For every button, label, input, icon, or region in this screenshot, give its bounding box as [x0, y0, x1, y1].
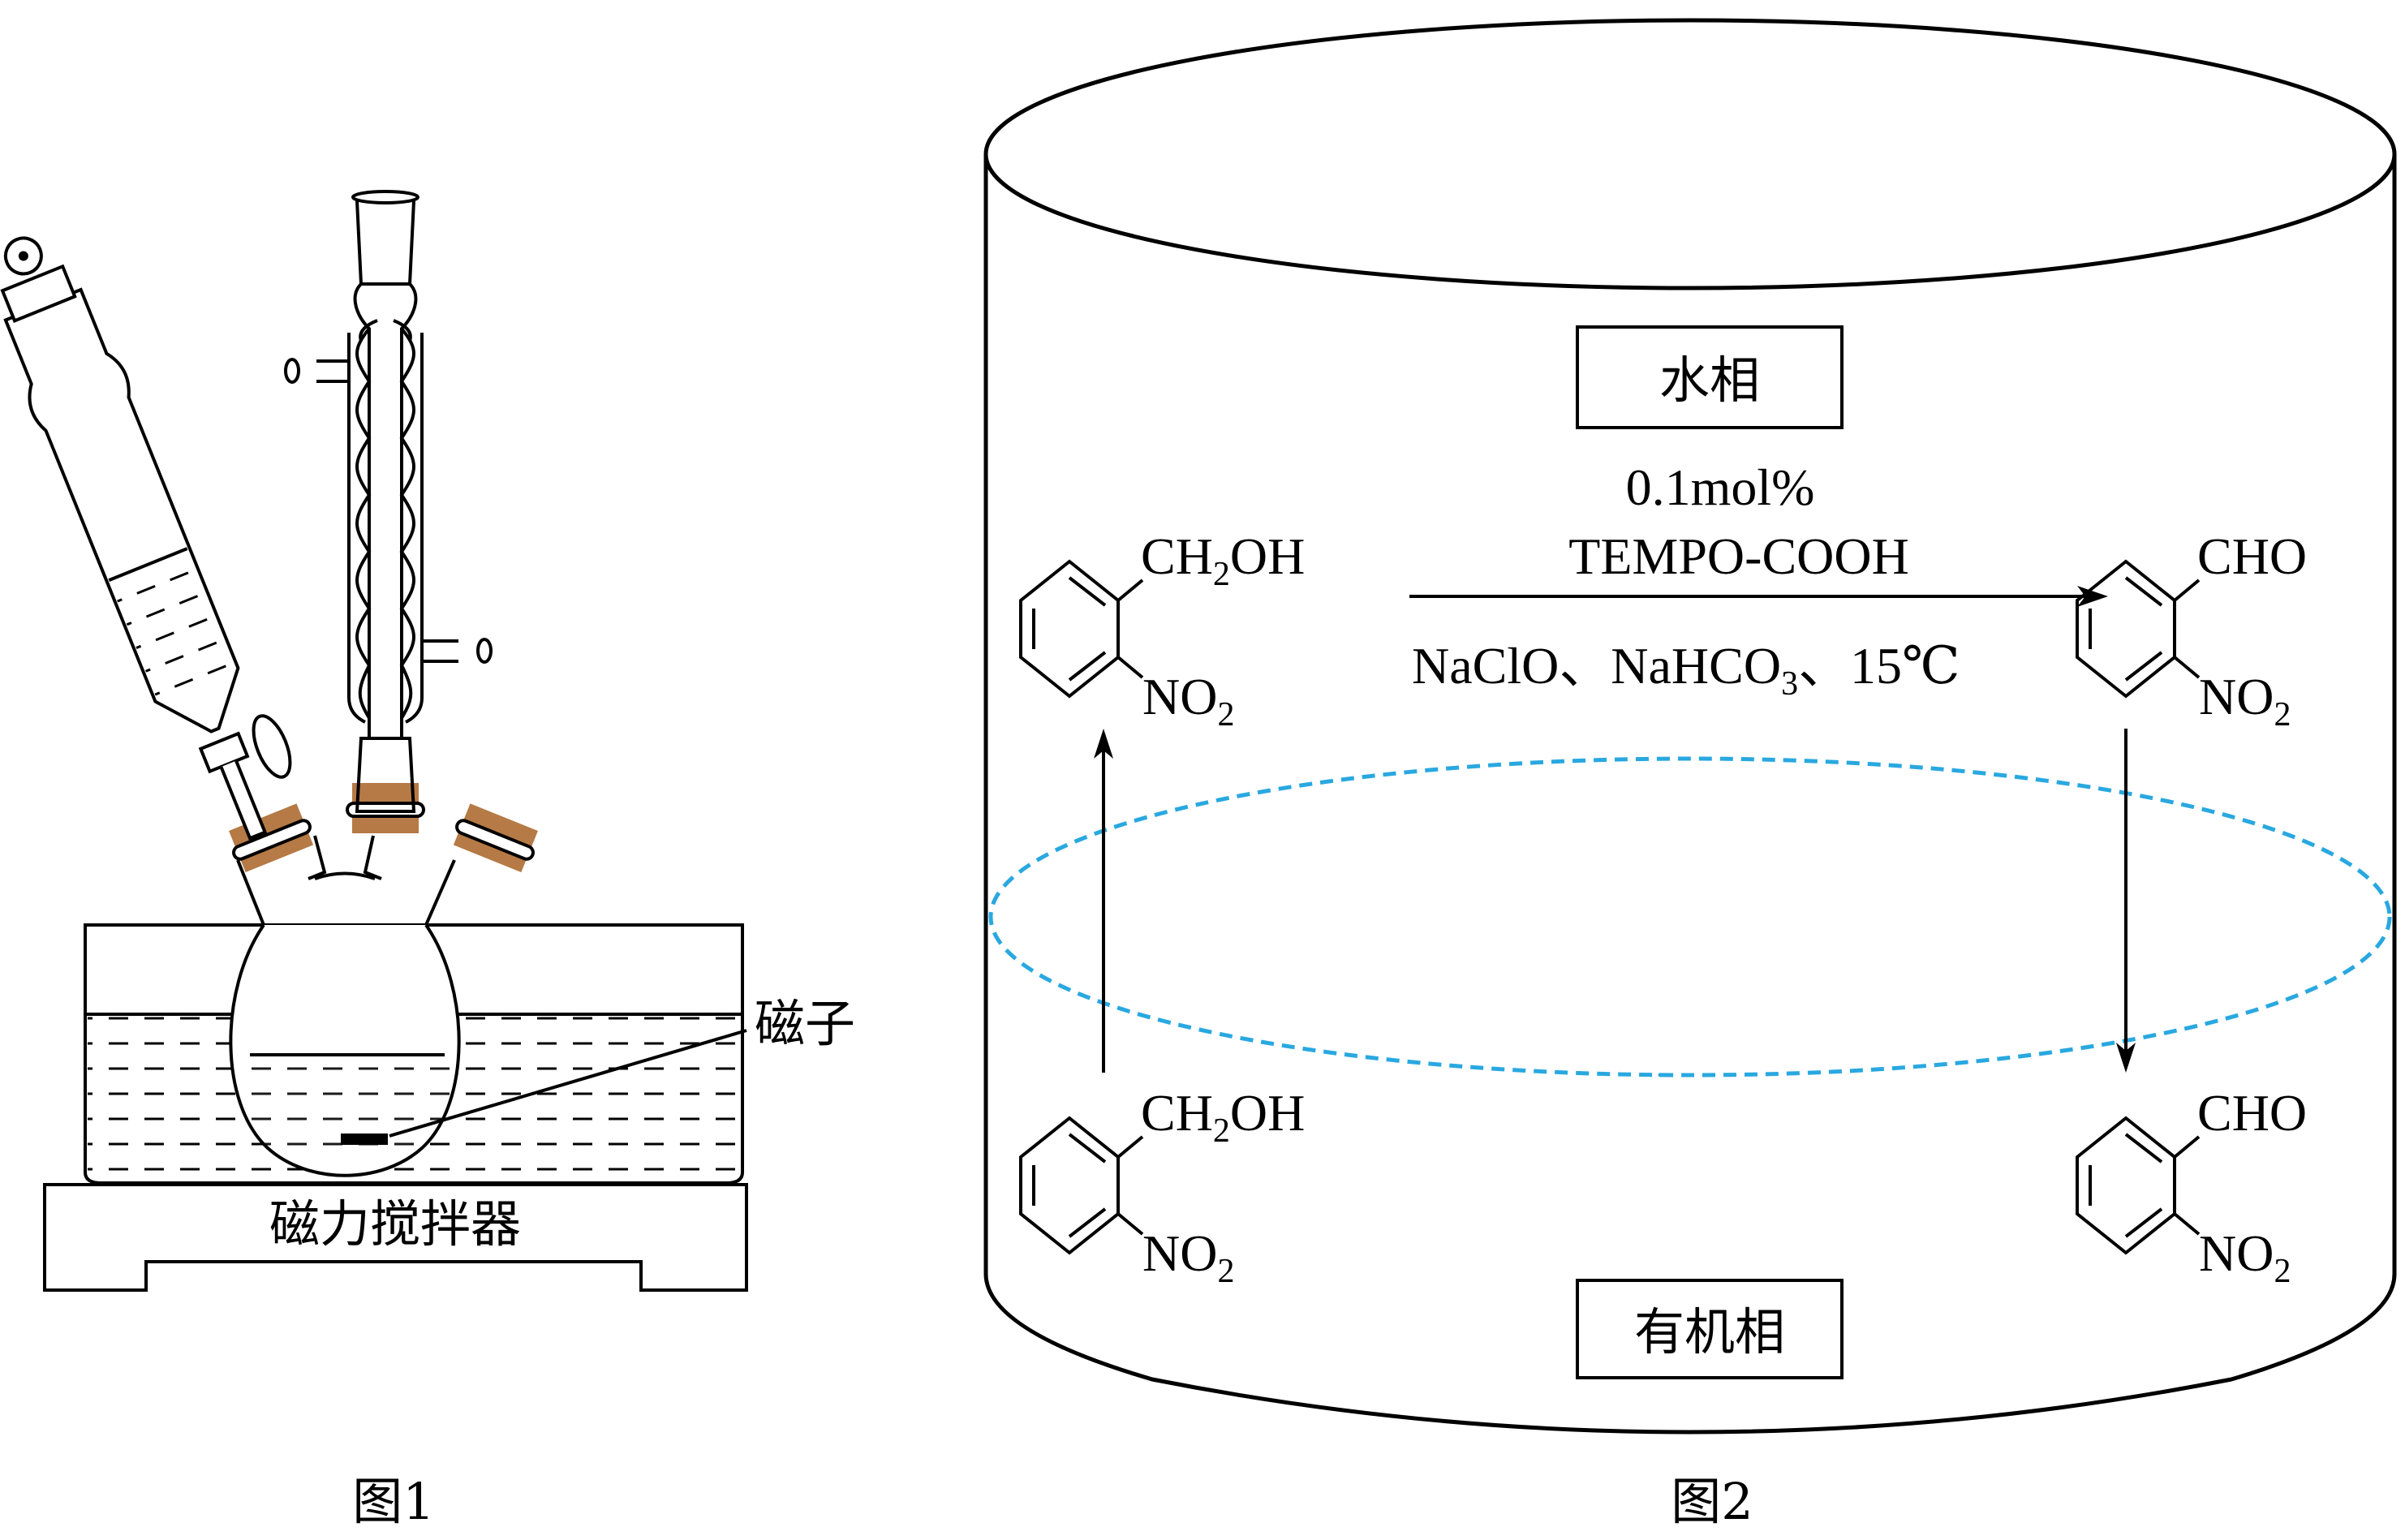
- catalyst-name: TEMPO-COOH: [1568, 527, 1909, 585]
- figure-2-caption: 图2: [1671, 1472, 1753, 1531]
- stopcock-handle: [252, 714, 292, 779]
- transfer-arrow-down: [2116, 729, 2136, 1073]
- reactant-organic-top-group: CH2OH: [1141, 1084, 1305, 1150]
- joint-clips: [229, 783, 538, 873]
- reaction-arrow: [1409, 586, 2108, 607]
- reactant-organic-bottom-group: NO2: [1142, 1224, 1234, 1290]
- organic-phase-box: 有机相: [1576, 1279, 1844, 1379]
- stir-bar: [341, 1133, 388, 1145]
- phase-interface: [988, 756, 2392, 1078]
- reflux-condenser: [284, 190, 493, 813]
- product-top-group: CHO: [2197, 527, 2307, 585]
- figure-2: 水相 有机相 0.1mol% TEMPO-COOH NaClO、NaHCO3、1…: [983, 18, 2397, 1531]
- reagents-part2: 、15℃: [1798, 637, 1960, 695]
- product-bottom-group: NO2: [2199, 668, 2291, 733]
- stir-bar-leader: [389, 1029, 747, 1138]
- reactant-organic: CH2OH NO2: [1019, 1084, 1305, 1290]
- cylinder-vessel: [983, 18, 2397, 1435]
- stirrer-label: 磁力搅拌器: [269, 1194, 521, 1254]
- product-organic-bottom-group: NO2: [2199, 1224, 2291, 1290]
- aqueous-phase-box: 水相: [1576, 325, 1844, 429]
- product-organic: CHO NO2: [2076, 1084, 2307, 1290]
- reaction-reagents: NaClO、NaHCO3、15℃: [1412, 637, 1960, 703]
- three-neck-flask: [229, 835, 461, 1177]
- figure-1-caption: 图1: [352, 1472, 434, 1531]
- catalyst-loading: 0.1mol%: [1626, 458, 1815, 516]
- product-organic-top-group: CHO: [2197, 1084, 2307, 1142]
- reactant-aqueous: CH2OH NO2: [1019, 527, 1305, 733]
- stir-bar-label: 磁子: [755, 994, 855, 1053]
- magnetic-stirrer: 磁力搅拌器: [43, 1183, 748, 1292]
- figure-1: 磁子 磁力搅拌器 图1: [0, 190, 855, 1531]
- product-aqueous: CHO NO2: [2076, 527, 2307, 733]
- reactant-bottom-group: NO2: [1142, 668, 1234, 733]
- organic-phase-label: 有机相: [1634, 1302, 1785, 1361]
- reagents-part1: NaClO、NaHCO: [1412, 637, 1781, 695]
- reagents-sub: 3: [1781, 665, 1798, 703]
- reactant-top-group: CH2OH: [1141, 527, 1305, 593]
- aqueous-phase-label: 水相: [1659, 351, 1760, 410]
- transfer-arrow-up: [1094, 729, 1113, 1073]
- dropping-funnel: [0, 236, 268, 841]
